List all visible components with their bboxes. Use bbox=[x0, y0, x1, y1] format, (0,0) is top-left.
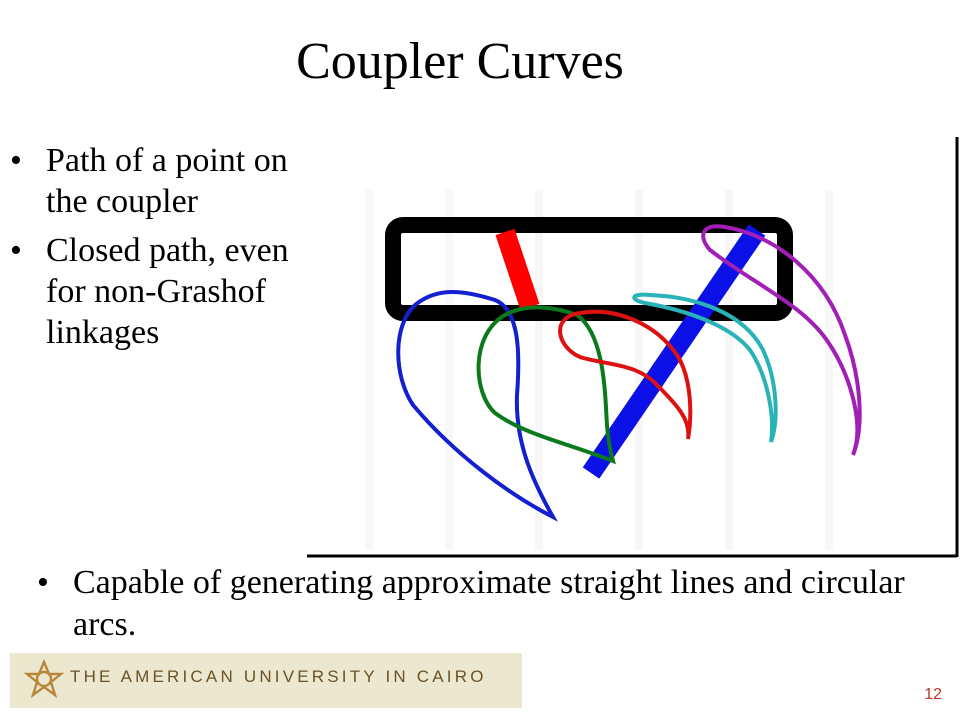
star-knot-logo-icon bbox=[24, 659, 64, 699]
green-curve bbox=[476, 305, 616, 465]
coupler-curves-figure bbox=[307, 137, 959, 558]
figure-background bbox=[365, 190, 833, 550]
red-curve bbox=[558, 309, 693, 440]
bullet-item: Capable of generating approximate straig… bbox=[35, 562, 935, 646]
cyan-curve bbox=[632, 292, 778, 443]
footer-band: THE AMERICAN UNIVERSITY IN CAIRO bbox=[10, 653, 522, 708]
bottom-bullet-list: Capable of generating approximate straig… bbox=[35, 562, 935, 646]
page-number: 12 bbox=[924, 686, 942, 703]
university-name: THE AMERICAN UNIVERSITY IN CAIRO bbox=[70, 667, 487, 686]
bullet-list: Path of a point on the coupler Closed pa… bbox=[8, 140, 298, 361]
purple-curve bbox=[701, 224, 862, 456]
bullet-item: Closed path, even for non-Grashof linkag… bbox=[8, 230, 298, 353]
blue-curve bbox=[396, 290, 558, 522]
slide-title: Coupler Curves bbox=[296, 33, 624, 90]
red-link bbox=[495, 228, 540, 311]
bullet-item: Path of a point on the coupler bbox=[8, 140, 298, 222]
